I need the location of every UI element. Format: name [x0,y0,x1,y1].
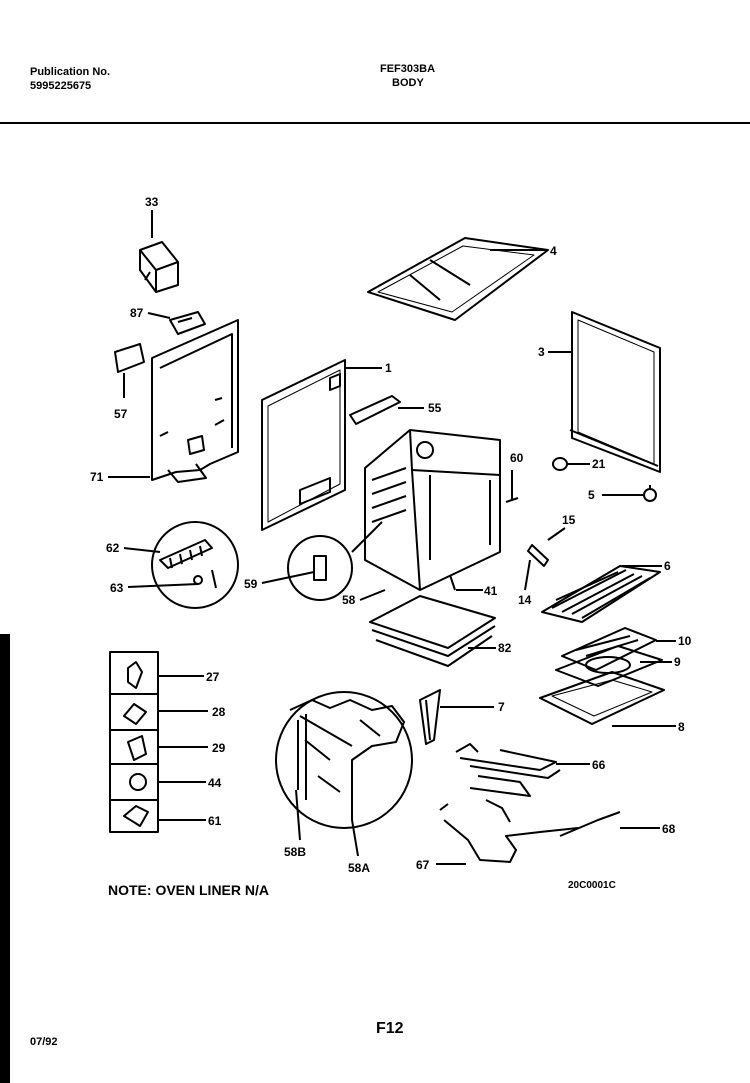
part-label-15: 15 [562,513,576,527]
part-7-bracket [419,689,441,745]
part-33-bracket [139,241,179,293]
part-label-59: 59 [244,577,258,591]
part-label-44: 44 [208,776,222,790]
detail-62-circle [151,521,239,609]
small-parts-box [109,651,159,833]
part-label-5: 5 [588,488,595,502]
part-55-strip [349,395,401,425]
part-82-bottom-tray [369,595,496,667]
drawing-code: 20C0001C [568,880,616,891]
part-label-41: 41 [484,584,498,598]
part-1-back-panel [261,359,346,531]
detail-58-insulation-circle [275,691,413,829]
part-67-68-element [439,799,621,863]
part-6-oven-rack [541,565,661,623]
model-number: FEF303BA [380,63,436,75]
part-8-drawer [539,671,665,725]
part-label-21: 21 [592,457,606,471]
part-label-27: 27 [206,670,220,684]
part-66-element [455,743,561,797]
part-71-rear-panel [151,319,239,483]
page-number: F12 [376,1020,404,1037]
part-41-screw [449,574,456,591]
part-label-57: 57 [114,407,128,421]
part-label-55: 55 [428,401,442,415]
part-label-68: 68 [662,822,676,836]
part-label-60: 60 [510,451,524,465]
part-label-71: 71 [90,470,104,484]
part-label-58: 58 [342,593,356,607]
part-label-67: 67 [416,858,430,872]
part-label-58b: 58B [284,845,306,859]
oven-cavity [364,429,501,591]
part-14-15-screw [524,527,566,591]
part-label-8: 8 [678,720,685,734]
part-label-62: 62 [106,541,120,555]
part-label-61: 61 [208,814,222,828]
part-label-10: 10 [678,634,692,648]
part-label-87: 87 [130,306,144,320]
part-57-cover [114,343,145,373]
part-label-4: 4 [550,244,557,258]
part-label-29: 29 [212,741,226,755]
publication-label: Publication No. [30,66,111,78]
part-label-3: 3 [538,345,545,359]
part-number-labels: 33 87 57 71 1 4 3 55 60 21 5 15 62 63 59… [90,195,692,875]
section-title: BODY [392,77,424,89]
header-rule [0,122,750,124]
footnote: NOTE: OVEN LINER N/A [108,882,270,898]
scan-edge-bar [0,634,10,1083]
part-60-pin [505,470,519,503]
part-label-28: 28 [212,705,226,719]
part-3-side-frame [569,311,661,473]
part-label-14: 14 [518,593,532,607]
publication-date: 07/92 [30,1036,58,1048]
part-87-clip [169,311,206,335]
part-label-63: 63 [110,581,124,595]
part-label-66: 66 [592,758,606,772]
part-label-1: 1 [385,361,392,375]
part-label-6: 6 [664,559,671,573]
publication-number: 5995225675 [30,80,92,92]
part-label-33: 33 [145,195,159,209]
part-label-58a: 58A [348,861,370,875]
part-21-knob [552,457,568,471]
part-label-7: 7 [498,700,505,714]
part-5-foot [643,485,657,502]
part-label-82: 82 [498,641,512,655]
part-label-9: 9 [674,655,681,669]
